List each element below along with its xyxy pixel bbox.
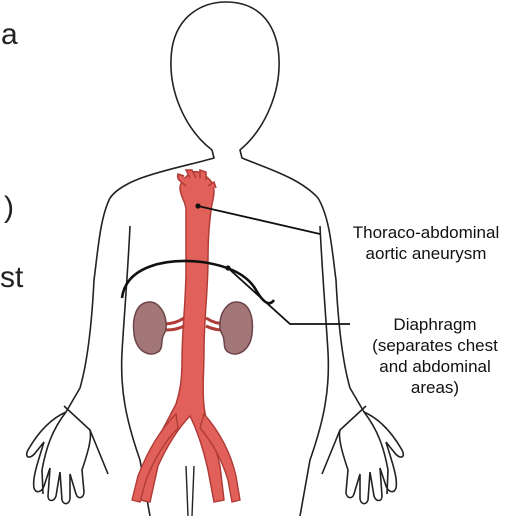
left-hand (27, 412, 91, 504)
diaphragm-leader-dot (225, 265, 230, 270)
diaphragm-label-line1: Diaphragm (350, 314, 520, 335)
aneurysm-label-line2: aortic aneurysm (324, 243, 528, 264)
aneurysm-label-line1: Thoraco-abdominal (324, 222, 528, 243)
aneurysm-leader-dot (195, 203, 200, 208)
aneurysm-leader-line (198, 206, 320, 234)
left-kidney (134, 302, 167, 354)
diaphragm-label-line4: areas) (350, 377, 520, 398)
right-hand (339, 412, 403, 504)
aneurysm-label: Thoraco-abdominal aortic aneurysm (324, 222, 528, 264)
right-kidney (220, 302, 253, 354)
diaphragm-label-line2: (separates chest (350, 335, 520, 356)
groin-mark (186, 466, 194, 516)
diaphragm-label-line3: and abdominal (350, 356, 520, 377)
diaphragm-label: Diaphragm (separates chest and abdominal… (350, 314, 520, 398)
